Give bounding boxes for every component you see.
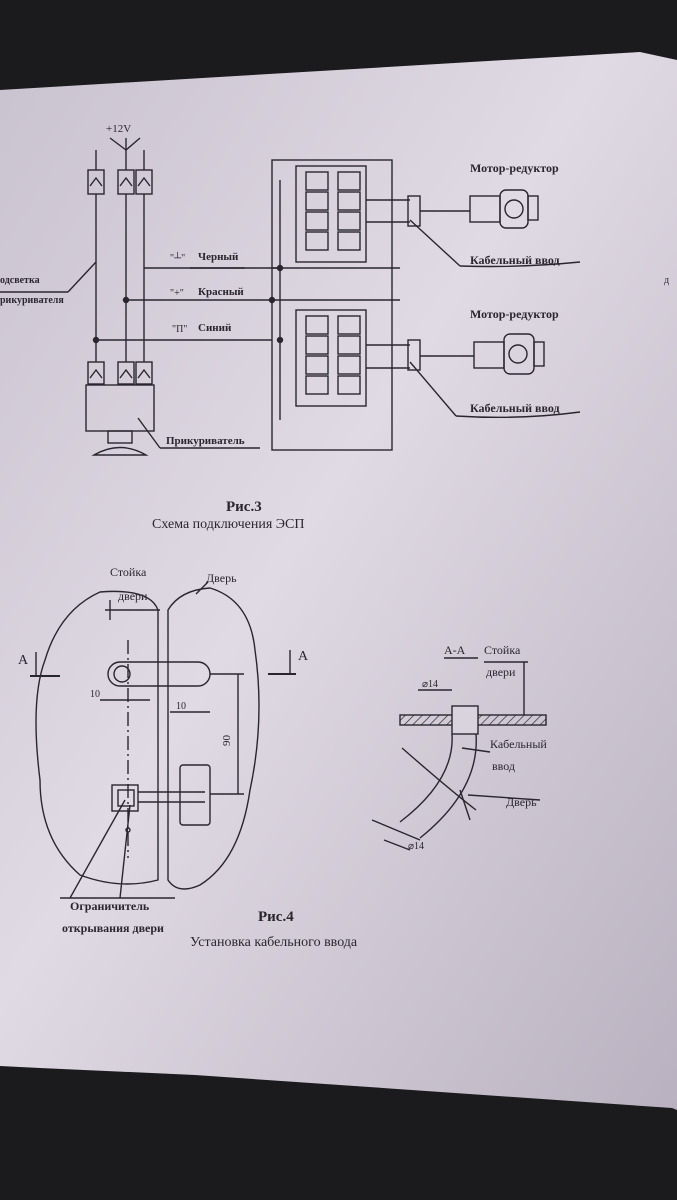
section-cable-line2: ввод [492,759,516,773]
section-cable-line1: Кабельный [490,737,547,751]
wire-blue-marker: "П" [172,324,188,335]
motor-bottom-label: Мотор-редуктор [470,307,559,321]
wire-red-marker: "+" [170,288,184,299]
figure-3-junctions [92,264,284,344]
paper-sheet [0,52,677,1110]
figure-4-door [30,581,296,899]
backlight-label-line1: одсветка [0,275,40,286]
connector-top [295,165,367,263]
section-mark-left: A [18,653,29,668]
wire-blue-label: Синий [198,322,232,334]
fig3-caption-title: Схема подключения ЭСП [152,517,305,532]
dim-10-left: 10 [90,689,100,700]
pillar-label-line1: Стойка [110,565,147,579]
section-mark-right: A [298,649,309,664]
wire-red-label: Красный [198,286,244,298]
section-pillar-line2: двери [486,665,516,679]
dim-90: 90 [221,735,233,746]
fig3-caption-number: Рис.3 [226,499,262,515]
section-a-a [371,657,547,851]
figure-3-schematic [0,137,581,456]
connector-bottom [295,309,367,407]
door-label: Дверь [206,571,237,585]
lighter-knob [91,446,149,456]
fig4-caption-title: Установка кабельного ввода [190,935,358,950]
section-title: А-А [444,643,466,657]
edge-fragment: д [664,275,670,286]
backlight-label-line2: рикуривателя [0,295,64,306]
lighter-label: Прикуриватель [166,435,245,447]
section-door: Дверь [506,795,537,809]
pillar-label-line2: двери [118,589,148,603]
limiter-label-line1: Ограничитель [70,899,150,913]
cable-entry-section [399,733,477,839]
supply-label: +12V [106,123,132,135]
cable-entry-top-label: Кабельный ввод [470,253,560,267]
door-panel [167,587,260,890]
limiter-label-line2: открывания двери [62,921,164,935]
wire-black-label: Черный [198,251,239,263]
cable-entry-bottom-label: Кабельный ввод [470,401,560,415]
cable-entry-bottom [407,339,421,371]
section-pillar-line1: Стойка [484,643,521,657]
wiring-harness [271,159,393,451]
wire-black-marker: "┴" [170,253,186,264]
motor-top-label: Мотор-редуктор [470,161,559,175]
fig4-caption-number: Рис.4 [258,909,294,925]
dim-10-right: 10 [176,701,186,712]
diameter-top: ⌀14 [422,679,439,690]
diameter-bottom: ⌀14 [408,841,425,852]
